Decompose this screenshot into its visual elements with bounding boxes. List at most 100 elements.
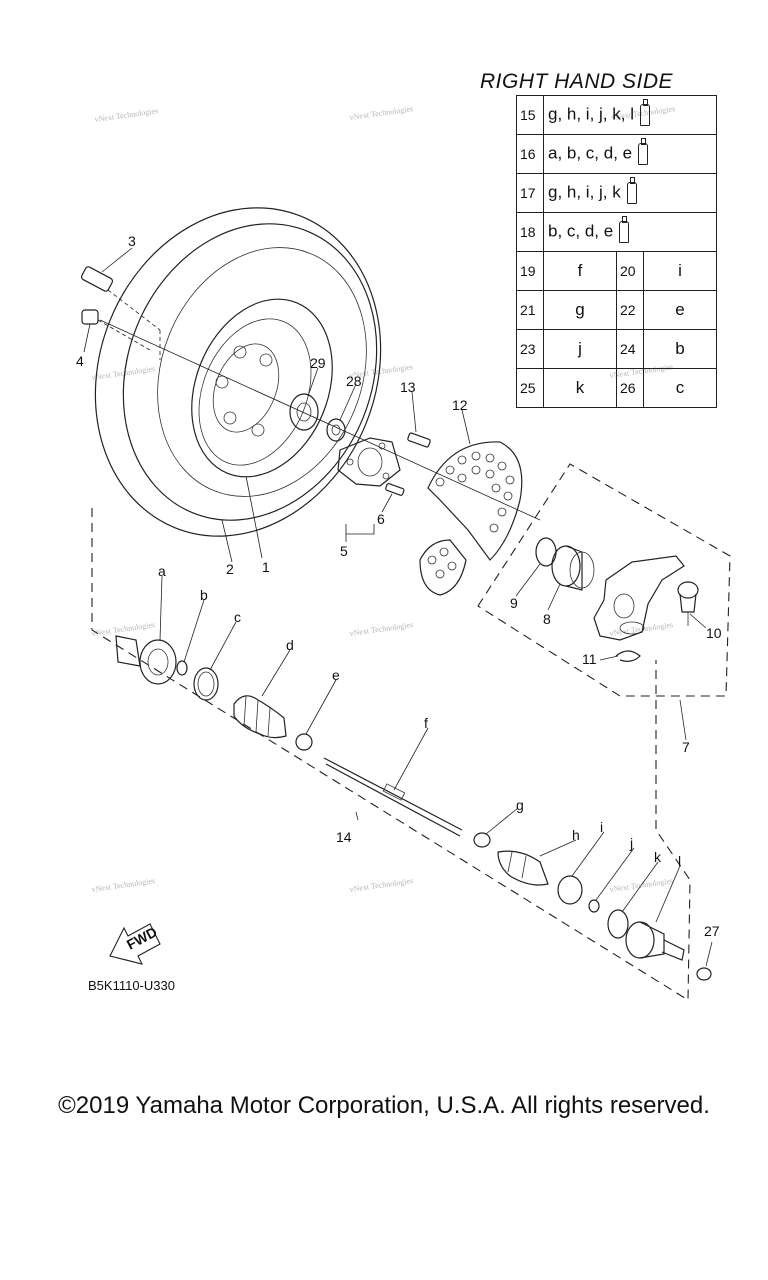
leader-lines <box>83 247 713 967</box>
callout-l: l <box>678 853 681 869</box>
inner-cv-joint-l <box>625 921 685 961</box>
circlip-b <box>176 660 188 676</box>
callout-4: 4 <box>76 353 84 369</box>
legend-table: 15 g, h, i, j, k, l 16 a, b, c, d, e 17 … <box>516 95 717 408</box>
wheel-rim <box>191 298 333 478</box>
callout-5: 5 <box>340 543 348 559</box>
watermark: vNext Technologies <box>349 620 414 638</box>
valve-stem <box>80 266 161 360</box>
grease-tube-icon <box>638 138 649 165</box>
callout-3: 3 <box>128 233 136 249</box>
diagram-code: B5K1110-U330 <box>88 978 175 993</box>
callout-8: 8 <box>543 611 551 627</box>
wheel-hub <box>337 437 401 487</box>
callout-14: 14 <box>336 829 352 845</box>
boot-band-c <box>193 667 219 701</box>
grease-tube-icon <box>619 216 630 243</box>
legend-num: 23 <box>516 329 544 369</box>
callout-k: k <box>654 849 662 865</box>
stopper-ring-k <box>607 909 629 939</box>
callout-2: 2 <box>226 561 234 577</box>
legend-letters: b, c, d, e <box>543 212 717 252</box>
knuckle-group-outline <box>477 463 731 697</box>
grease-tube-icon <box>626 177 637 204</box>
legend-letter: g <box>543 290 617 330</box>
watermark: vNext Technologies <box>349 104 414 122</box>
callout-9: 9 <box>510 595 518 611</box>
watermark: vNext Technologies <box>91 876 156 894</box>
callout-13: 13 <box>400 379 416 395</box>
legend-row: 17 g, h, i, j, k <box>516 173 717 213</box>
callout-7: 7 <box>682 739 690 755</box>
callout-11: 11 <box>582 651 597 667</box>
hub-bolt <box>407 432 431 448</box>
boot-band-e <box>295 733 313 751</box>
fwd-arrow-icon: FWD <box>109 923 161 965</box>
callout-1: 1 <box>262 559 270 575</box>
circlip-27 <box>696 967 712 981</box>
legend-num: 17 <box>516 173 544 213</box>
legend-title: RIGHT HAND SIDE <box>480 70 674 93</box>
legend-num: 15 <box>516 95 544 135</box>
circlip <box>535 537 557 567</box>
legend-num: 20 <box>616 251 644 291</box>
legend-letter: e <box>643 290 717 330</box>
callout-e: e <box>332 667 340 683</box>
boot-band-i <box>557 875 583 905</box>
legend-letters: a, b, c, d, e <box>543 134 717 174</box>
grease-tube-icon <box>639 99 650 126</box>
legend-row: 16 a, b, c, d, e <box>516 134 717 174</box>
circlip-j <box>588 899 600 913</box>
legend-num: 18 <box>516 212 544 252</box>
legend-row: 21 g 22 e <box>516 290 717 330</box>
washer <box>326 418 346 442</box>
retaining-clip <box>615 650 641 662</box>
tire <box>94 207 382 537</box>
steering-knuckle <box>593 555 685 641</box>
legend-letter: j <box>543 329 617 369</box>
legend-num: 24 <box>616 329 644 369</box>
watermark: vNext Technologies <box>91 620 156 638</box>
watermark: vNext Technologies <box>349 876 414 894</box>
legend-row: 18 b, c, d, e <box>516 212 717 252</box>
axle-nut <box>289 393 319 431</box>
callout-10: 10 <box>706 625 722 641</box>
callout-6: 6 <box>377 511 385 527</box>
legend-num: 19 <box>516 251 544 291</box>
legend-letter: k <box>543 368 617 408</box>
outer-cv-joint <box>115 635 177 685</box>
ball-joint <box>677 581 699 626</box>
boot-band-g <box>473 832 491 848</box>
legend-letter: f <box>543 251 617 291</box>
axle-shaft-f <box>323 757 463 837</box>
watermark: vNext Technologies <box>91 364 156 382</box>
watermark: vNext Technologies <box>609 620 674 638</box>
callout-g: g <box>516 797 524 813</box>
legend-letters: g, h, i, j, k <box>543 173 717 213</box>
legend-num: 22 <box>616 290 644 330</box>
callout-28: 28 <box>346 373 362 389</box>
callout-12: 12 <box>452 397 468 413</box>
brake-disc <box>419 441 523 596</box>
boot-d <box>233 695 287 739</box>
copyright-notice: ©2019 Yamaha Motor Corporation, U.S.A. A… <box>58 1092 710 1119</box>
legend-row: 19 f 20 i <box>516 251 717 291</box>
legend-num: 26 <box>616 368 644 408</box>
callout-j: j <box>629 835 633 851</box>
legend-num: 25 <box>516 368 544 408</box>
callout-b: b <box>200 587 208 603</box>
drive-shaft-outline <box>91 508 691 1001</box>
watermark: vNext Technologies <box>94 106 159 124</box>
callout-27: 27 <box>704 923 720 939</box>
legend-row: 23 j 24 b <box>516 329 717 369</box>
legend-letter: c <box>643 368 717 408</box>
boot-h <box>497 850 549 886</box>
legend-num: 16 <box>516 134 544 174</box>
hub-screw <box>385 483 405 496</box>
legend-num: 21 <box>516 290 544 330</box>
callout-c: c <box>234 609 241 625</box>
callout-d: d <box>286 637 294 653</box>
callout-a: a <box>158 563 166 579</box>
callout-29: 29 <box>310 355 326 371</box>
